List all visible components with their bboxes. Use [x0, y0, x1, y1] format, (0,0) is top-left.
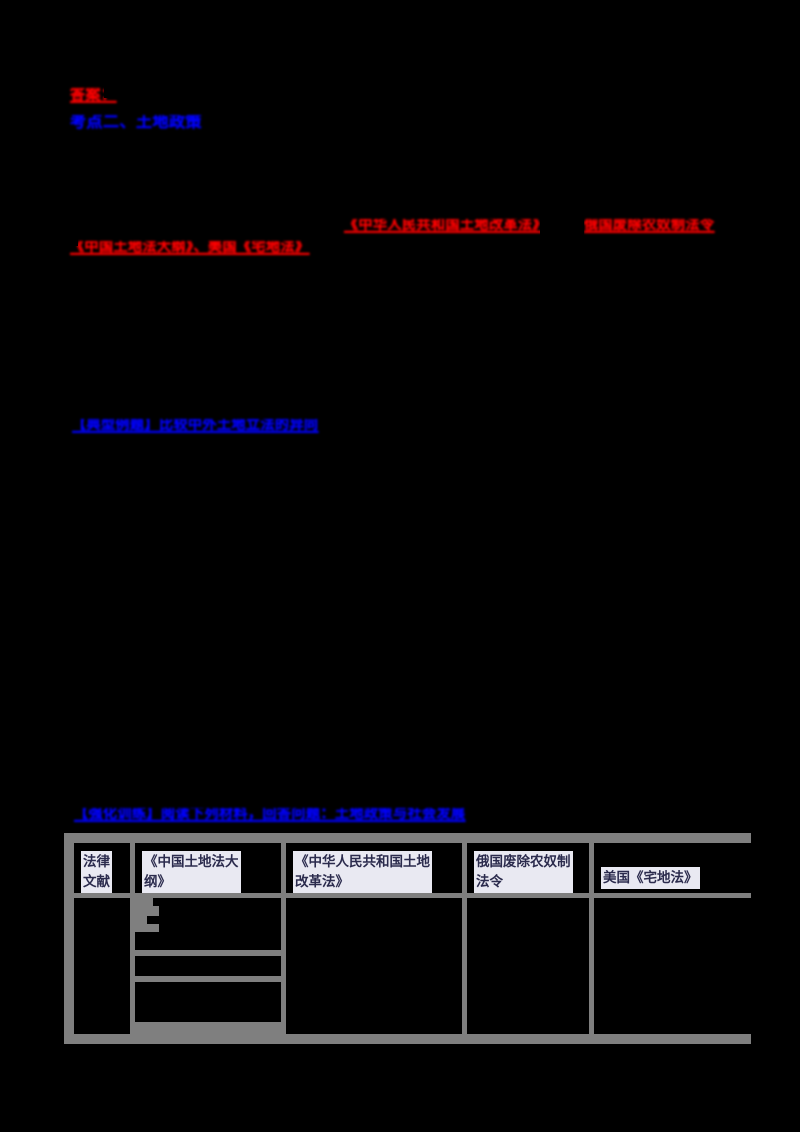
table-cell-col2-redacted — [135, 898, 281, 1034]
red-line-c: 《中国土地法大纲》、美国《宅地法》 — [70, 241, 310, 255]
table-header-col1: 法律 文献 — [81, 851, 112, 893]
redaction-gap — [135, 924, 159, 932]
redaction-gap — [135, 950, 281, 956]
table-row — [74, 898, 764, 1034]
table-header-col5: 美国《宅地法》 — [601, 867, 700, 889]
section-heading-blue: 考点二、土地政策 — [70, 115, 203, 131]
red-line-a: 《中华人民共和国土地改革法》 — [344, 219, 547, 233]
red-line-b: 俄国废除农奴制法令 — [584, 219, 715, 233]
redaction-gap — [135, 906, 159, 916]
answer-label-red: 答案： — [70, 88, 117, 103]
table-cell-col1-redacted — [74, 898, 130, 1034]
redaction-gap — [135, 916, 147, 924]
table-header-col2: 《中国土地法大 纲》 — [142, 851, 241, 893]
chop-mask — [330, 216, 344, 226]
table-cell-col4-redacted — [467, 898, 589, 1034]
redaction-gap — [135, 898, 153, 906]
table-cell-col3-redacted — [286, 898, 462, 1034]
table-header-col4: 俄国废除农奴制 法令 — [474, 851, 573, 893]
table-caption-blue: 【强化训练】阅读下列材料，回答问题：土地政策与社会发展 — [74, 808, 466, 822]
table-header-col3: 《中华人民共和国土地 改革法》 — [293, 851, 432, 893]
redaction-gap — [135, 1022, 281, 1034]
example-heading-blue: 【典型例题】比较中外土地立法的异同 — [72, 419, 319, 433]
table-cell-col5-redacted — [594, 898, 764, 1034]
redaction-gap — [135, 976, 281, 982]
table-header-row: 法律 文献 《中国土地法大 纲》 《中华人民共和国土地 改革法》 — [74, 843, 764, 893]
comparison-table: 法律 文献 《中国土地法大 纲》 《中华人民共和国土地 改革法》 — [64, 833, 764, 1044]
